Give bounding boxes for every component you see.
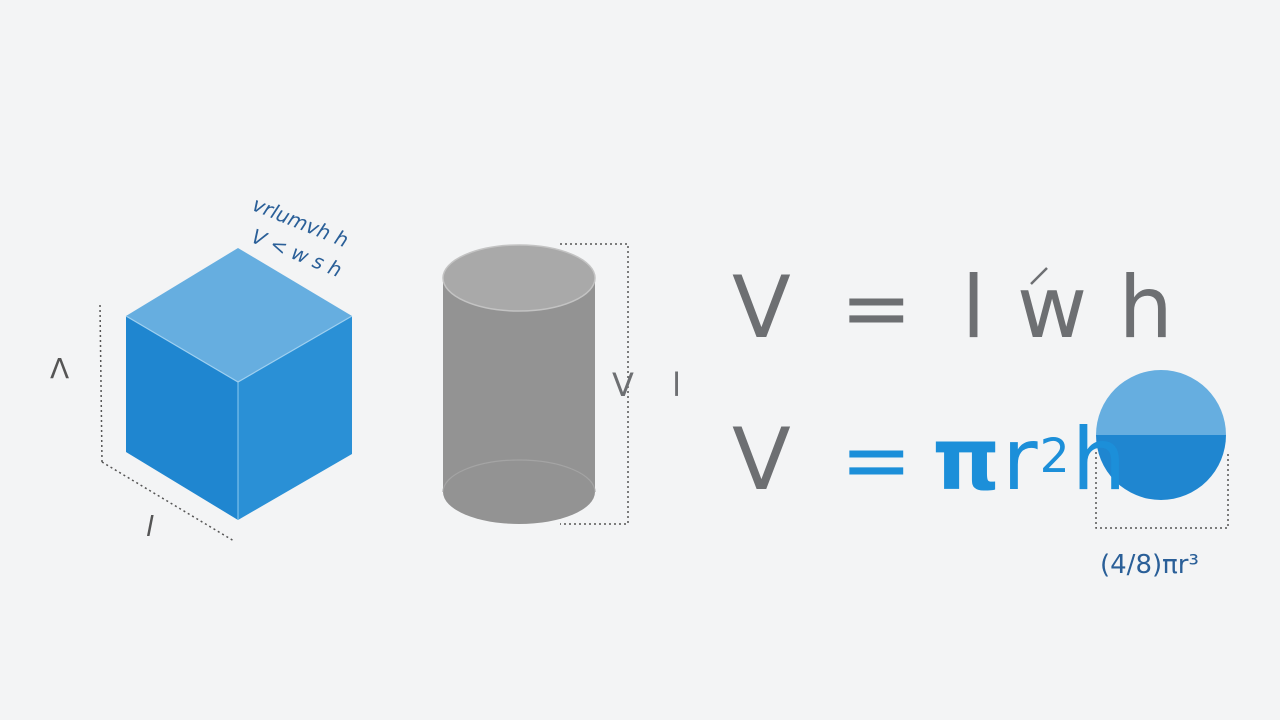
sphere-bottom-half bbox=[1096, 435, 1226, 500]
cyl-formula-exponent: 2 bbox=[1039, 429, 1072, 485]
sphere-volume-label: (4/8)πr³ bbox=[1100, 550, 1199, 580]
cube bbox=[125, 248, 353, 520]
sphere bbox=[1096, 370, 1226, 500]
cylinder-bottom-hidden-edge bbox=[442, 459, 596, 493]
cylinder-height-dim-line bbox=[560, 243, 629, 525]
box-volume-formula: V = l w h bbox=[732, 258, 1175, 358]
cylinder-side-label: V l bbox=[612, 366, 695, 404]
cube-top-edge-right bbox=[237, 315, 353, 383]
cylinder-volume-formula: V =πr2h bbox=[732, 410, 1128, 524]
cube-top-edge-left bbox=[125, 315, 239, 383]
sphere-top-half bbox=[1096, 370, 1226, 435]
cube-right-face bbox=[238, 316, 352, 520]
cube-length-label: l bbox=[146, 510, 154, 543]
cube-height-label: Λ bbox=[50, 352, 70, 385]
cube-height-dim-line bbox=[99, 304, 103, 463]
cyl-formula-h: h bbox=[1071, 410, 1129, 510]
box-formula-equals: = bbox=[840, 258, 915, 358]
box-formula-body: l w h bbox=[961, 258, 1176, 358]
box-formula-v: V bbox=[732, 258, 793, 358]
cube-left-face bbox=[126, 316, 238, 520]
cylinder-top bbox=[442, 244, 596, 312]
sphere-dim-bracket bbox=[1095, 452, 1229, 529]
cyl-formula-v: V bbox=[732, 410, 793, 510]
cyl-formula-equals: = bbox=[840, 410, 915, 510]
cube-length-dim-line bbox=[101, 461, 235, 542]
cyl-formula-pi: π bbox=[932, 410, 1003, 510]
cylinder-body bbox=[443, 282, 595, 524]
formula-tick-mark bbox=[1030, 267, 1048, 285]
cylinder bbox=[442, 244, 596, 524]
cyl-formula-r: r bbox=[1002, 410, 1040, 510]
